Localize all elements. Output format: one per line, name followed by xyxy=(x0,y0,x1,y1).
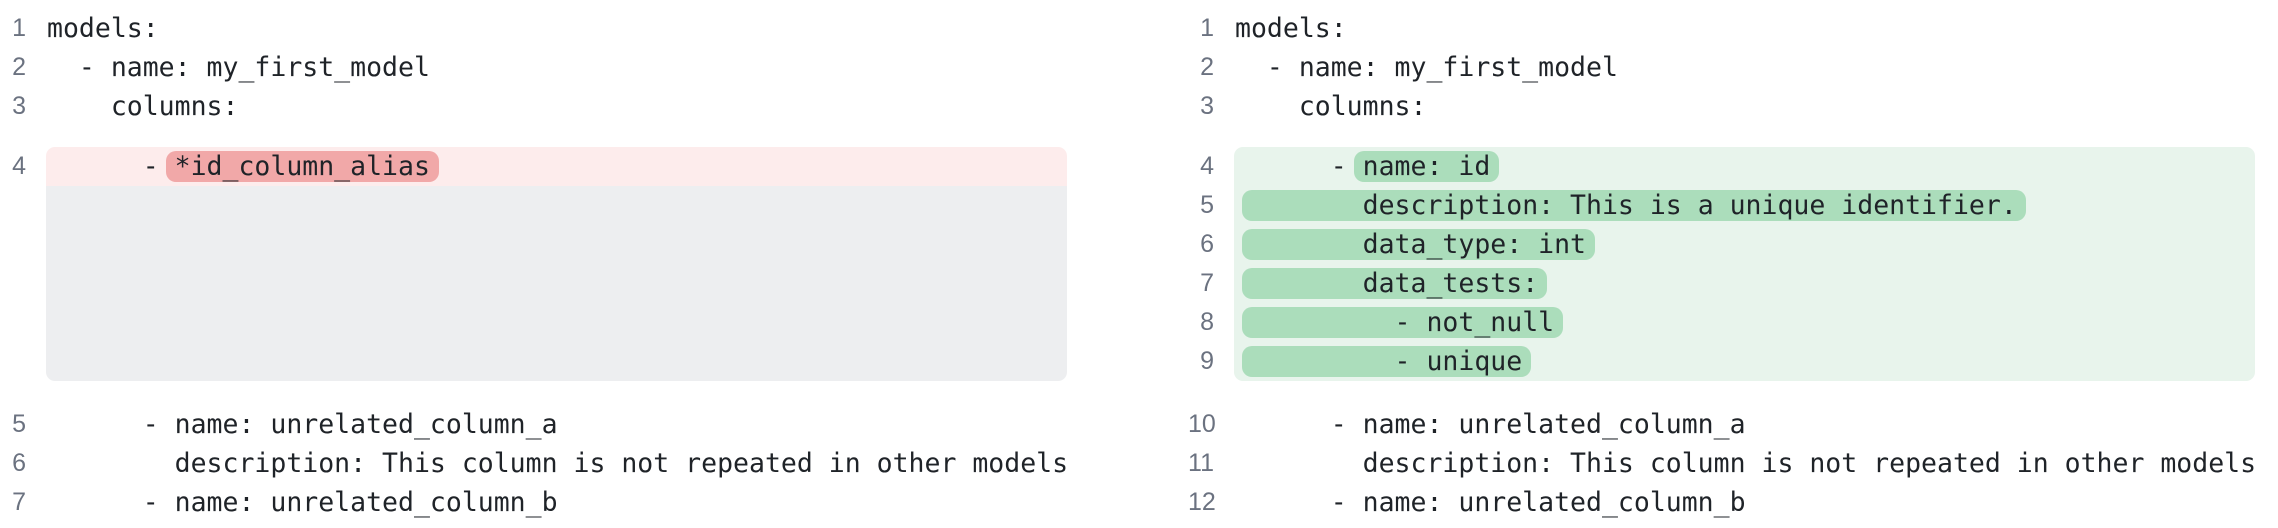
diff-highlight: name: id xyxy=(1353,151,1500,182)
code-text: models: xyxy=(47,13,159,44)
code-line: 2 - name: my_first_model xyxy=(1188,48,2278,87)
block-body: - *id_column_alias xyxy=(46,147,1067,381)
line-number: 12 xyxy=(1188,488,1216,516)
line-number: 2 xyxy=(1200,53,1214,81)
diff-highlight: data_type: int xyxy=(1241,229,1596,260)
code-text: models: xyxy=(1235,13,1347,44)
code-line: 12 - name: unrelated_column_b xyxy=(1188,483,2278,522)
code-text: - name: unrelated_column_a xyxy=(1235,409,1746,440)
code-line: 3 columns: xyxy=(1188,87,2278,126)
code-line: data_type: int xyxy=(1234,225,2255,264)
code-line: data_tests: xyxy=(1234,264,2255,303)
code-text: description: This column is not repeated… xyxy=(1235,448,2257,479)
line-number: 3 xyxy=(12,92,26,120)
block-line-numbers: 4 xyxy=(0,147,26,381)
line-number: 1 xyxy=(12,14,26,42)
code-text: description: This column is not repeated… xyxy=(47,448,1069,479)
line-number: 11 xyxy=(1188,449,1214,477)
diff-highlight: - not_null xyxy=(1241,307,1564,338)
code-line: 5 - name: unrelated_column_a xyxy=(0,405,1090,444)
code-line: 2 - name: my_first_model xyxy=(0,48,1090,87)
block-line-numbers: 4 5 6 7 8 9 xyxy=(1188,147,1214,381)
line-number: 10 xyxy=(1188,410,1216,438)
code-line: description: This is a unique identifier… xyxy=(1234,186,2255,225)
added-block: 4 5 6 7 8 9 - name: id description: This is a… xyxy=(1188,147,2278,381)
code-text: - name: my_first_model xyxy=(1235,52,1618,83)
code-line: 10 - name: unrelated_column_a xyxy=(1188,405,2278,444)
code-line: 11 description: This column is not repea… xyxy=(1188,444,2278,483)
line-number: 9 xyxy=(1200,347,1214,375)
code-text: - name: unrelated_column_b xyxy=(47,487,558,518)
code-line: - *id_column_alias xyxy=(46,147,1067,186)
diff-highlight: - unique xyxy=(1241,346,1532,377)
code-line: 3 columns: xyxy=(0,87,1090,126)
code-line: - name: id xyxy=(1234,147,2255,186)
code-text: columns: xyxy=(47,91,239,122)
line-number: 5 xyxy=(1200,191,1214,219)
line-number: 7 xyxy=(12,488,26,516)
line-number: 6 xyxy=(12,449,26,477)
line-number: 8 xyxy=(1200,308,1214,336)
code-line: 7 - name: unrelated_column_b xyxy=(0,483,1090,522)
code-line: - not_null xyxy=(1234,303,2255,342)
code-text: - name: unrelated_column_a xyxy=(47,409,558,440)
diff-highlight: data_tests: xyxy=(1241,268,1548,299)
line-number: 1 xyxy=(1200,14,1214,42)
code-text: - name: unrelated_column_b xyxy=(1235,487,1746,518)
code-line: 1 models: xyxy=(0,9,1090,48)
code-text: - name: my_first_model xyxy=(47,52,430,83)
line-number: 7 xyxy=(1200,269,1214,297)
code-line: - unique xyxy=(1234,342,2255,381)
line-number: 6 xyxy=(1200,230,1214,258)
diff-highlight: description: This is a unique identifier… xyxy=(1241,190,2026,221)
removed-block: 4 - *id_column_alias xyxy=(0,147,1090,381)
block-body: - name: id description: This is a unique… xyxy=(1234,147,2255,381)
line-number: 5 xyxy=(12,410,26,438)
diff-highlight: *id_column_alias xyxy=(165,151,439,182)
line-number: 4 xyxy=(1200,152,1214,180)
line-number: 4 xyxy=(12,152,26,180)
line-number: 2 xyxy=(12,53,26,81)
code-line: 6 description: This column is not repeat… xyxy=(0,444,1090,483)
code-text: columns: xyxy=(1235,91,1427,122)
code-line: 1 models: xyxy=(1188,9,2278,48)
collapsed-region xyxy=(46,186,1067,381)
line-number: 3 xyxy=(1200,92,1214,120)
